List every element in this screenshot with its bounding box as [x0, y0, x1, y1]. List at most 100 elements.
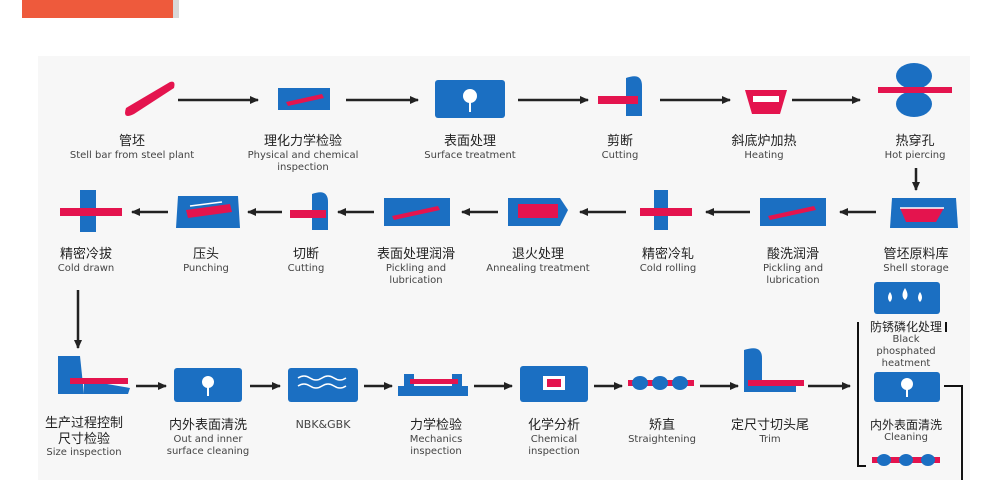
size-inspection-icon: [58, 356, 130, 394]
step-zh2: 尺寸检验: [57, 431, 111, 447]
final-tube-icon: [872, 454, 940, 466]
step-en2: lubrication: [389, 274, 443, 286]
step-zh: 矫直: [648, 418, 676, 433]
step-en: Mechanics: [409, 433, 463, 445]
mechanics-inspection-icon: [398, 374, 468, 396]
step-label-annealing: 退火处理 Annealing treatment: [486, 247, 589, 275]
side-bracket: [857, 322, 866, 467]
step-zh: 管坯原料库: [883, 247, 949, 262]
steel-bar-icon: [125, 81, 175, 116]
step-en: Hot piercing: [884, 149, 946, 161]
punching-icon: [176, 196, 240, 228]
step-zh: 退火处理: [511, 247, 565, 262]
step-label-cutting-2: 切断 Cutting: [288, 247, 325, 275]
trim-icon: [744, 348, 804, 392]
step-zh: 防锈磷化处理: [869, 320, 943, 334]
step-en: Surface treatment: [424, 149, 516, 161]
step-en: Straightening: [628, 433, 696, 445]
step-label-punching: 压头 Punching: [183, 247, 229, 275]
step-zh: 表面处理: [443, 134, 497, 149]
header-accent-bar: [22, 0, 177, 18]
step-label-cutting: 剪断 Cutting: [602, 134, 639, 162]
cleaning-icon: [874, 372, 940, 402]
step-label-pickling-lubrication: 表面处理润滑 Pickling and lubrication: [377, 247, 455, 287]
step-zh: 压头: [192, 247, 219, 262]
step-en: Cold rolling: [639, 262, 697, 274]
cold-drawn-icon: [60, 190, 122, 232]
step-label-cold-drawn: 精密冷拔 Cold drawn: [58, 247, 115, 275]
step-en: Black: [892, 334, 920, 346]
step-en: Trim: [759, 433, 781, 445]
step-en: Cold drawn: [57, 262, 115, 274]
step-en: Annealing treatment: [486, 262, 590, 274]
step-en2: phosphated: [876, 346, 936, 358]
pickling-icon: [760, 198, 826, 226]
step-label-heating: 斜底炉加热 Heating: [731, 134, 796, 162]
step-zh: 表面处理润滑: [376, 247, 456, 262]
step-label-phosphating: 防锈磷化处理 Black phosphated heatment: [870, 320, 942, 370]
step-label-mechanics: 力学检验 Mechanics inspection: [410, 418, 463, 458]
step-zh: 内外表面清洗: [869, 418, 943, 432]
step-label-cleaning: 内外表面清洗 Cleaning: [870, 418, 942, 444]
step-en: Stell bar from steel plant: [69, 149, 195, 161]
side-exit-line: [944, 385, 963, 480]
step-en: Physical and chemical: [247, 149, 359, 161]
step-zh: 化学分析: [527, 418, 581, 433]
cutting-icon: [598, 76, 642, 116]
step-en: NBK&GBK: [295, 418, 351, 431]
step-label-straightening: 矫直 Straightening: [628, 418, 696, 446]
furnace-icon: [745, 90, 787, 114]
step-label-cold-rolling: 精密冷轧 Cold rolling: [640, 247, 696, 275]
step-en2: inspection: [410, 445, 462, 457]
step-en: Cutting: [287, 262, 325, 274]
phosphating-icon: [874, 282, 940, 314]
chemical-inspection-icon: [520, 366, 588, 402]
step-en: Punching: [183, 262, 229, 274]
step-en: Chemical: [530, 433, 578, 445]
step-en: Out and inner: [173, 433, 243, 445]
surface-cleaning-icon: [174, 368, 242, 402]
step-en2: surface cleaning: [166, 445, 250, 457]
surface-treatment-icon: [435, 80, 505, 118]
header-accent-shadow: [173, 0, 179, 18]
step-label-surface-cleaning: 内外表面清洗 Out and inner surface cleaning: [167, 418, 250, 458]
step-en: Shell storage: [883, 262, 949, 274]
nbk-gbk-icon: [288, 368, 358, 402]
step-zh: 剪断: [606, 134, 634, 149]
diagram-panel: [38, 56, 970, 480]
step-label-steel-bar: 管坯 Stell bar from steel plant: [70, 134, 194, 162]
step-en2: lubrication: [766, 274, 820, 286]
step-zh: 热穿孔: [895, 134, 935, 149]
step-label-nbk-gbk: NBK&GBK: [296, 418, 351, 431]
step-label-size-inspection: 生产过程控制 尺寸检验 Size inspection: [45, 416, 123, 459]
step-label-trim: 定尺寸切头尾 Trim: [731, 418, 809, 446]
cold-rolling-icon: [640, 190, 692, 230]
pickling-lubrication-icon: [384, 198, 450, 226]
step-zh: 斜底炉加热: [731, 134, 797, 149]
flow-arrows: [74, 96, 920, 390]
step-zh: 生产过程控制: [44, 416, 124, 431]
step-zh: 切断: [292, 247, 320, 262]
step-en3: heatment: [881, 358, 931, 370]
step-zh: 定尺寸切头尾: [730, 418, 810, 433]
straightening-icon: [628, 376, 694, 390]
step-zh: 内外表面清洗: [168, 418, 247, 433]
step-en2: inspection: [528, 445, 580, 457]
step-en: Heating: [744, 149, 784, 161]
step-label-chemical: 化学分析 Chemical inspection: [528, 418, 580, 458]
step-zh: 酸洗润滑: [766, 247, 819, 262]
shell-storage-icon: [890, 198, 958, 228]
step-en: Cutting: [601, 149, 639, 161]
step-en: Cleaning: [884, 432, 928, 444]
step-label-physical-inspection: 理化力学检验 Physical and chemical inspection: [248, 134, 359, 174]
step-en: Pickling and: [762, 262, 824, 274]
step-label-surface-treatment: 表面处理 Surface treatment: [424, 134, 515, 162]
physical-inspection-icon: [278, 88, 330, 110]
step-zh: 力学检验: [409, 418, 463, 433]
step-label-shell-storage: 管坯原料库 Shell storage: [883, 247, 949, 275]
step-en2: inspection: [277, 161, 329, 173]
step-zh: 精密冷轧: [641, 247, 694, 262]
step-zh: 管坯: [118, 134, 145, 149]
step-en: Size inspection: [46, 447, 122, 459]
annealing-icon: [508, 198, 568, 226]
